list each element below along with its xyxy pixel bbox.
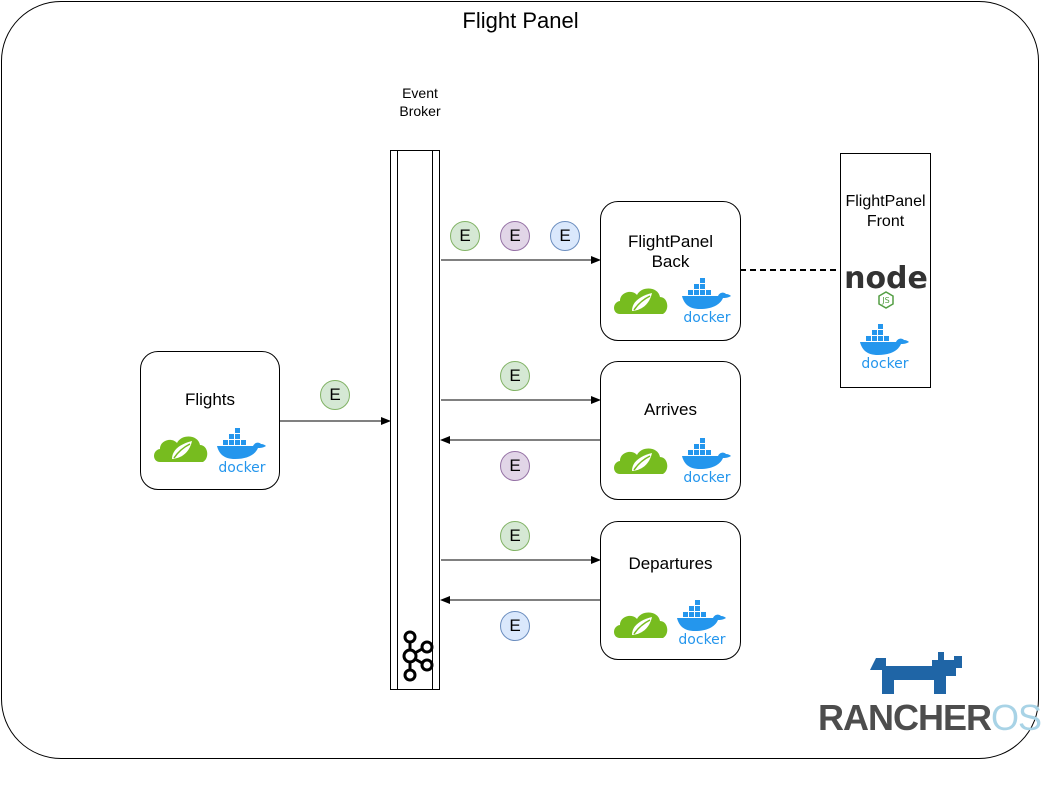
spring-icon	[614, 448, 668, 474]
spring-icon	[614, 288, 668, 314]
nodejs-icon: node JS	[844, 261, 928, 309]
spring-icon	[614, 612, 668, 638]
event-token: E	[500, 221, 530, 251]
service-front-name: FlightPanel Front	[845, 193, 926, 230]
service-arrives-name: Arrives	[644, 400, 697, 419]
docker-wordmark: docker	[218, 460, 265, 474]
service-flightpanel-back: FlightPanel Back docker	[600, 201, 741, 341]
docker-wordmark: docker	[683, 470, 730, 484]
event-token: E	[450, 221, 480, 251]
docker-icon: docker	[677, 600, 726, 646]
docker-icon: docker	[217, 428, 266, 474]
event-token: E	[320, 380, 350, 410]
docker-icon: docker	[682, 438, 731, 484]
rancher-logo-icon	[870, 652, 962, 694]
diagram-title: Flight Panel	[462, 8, 579, 33]
service-flights: Flights docker	[140, 351, 280, 490]
service-back-name: FlightPanel Back	[627, 232, 714, 271]
event-token: E	[500, 361, 530, 391]
docker-icon: docker	[860, 324, 909, 370]
service-arrives: Arrives docker	[600, 361, 741, 500]
docker-wordmark: docker	[861, 356, 908, 370]
event-token: E	[500, 521, 530, 551]
rancher-os-wordmark: RANCHEROS	[818, 697, 1041, 738]
docker-wordmark: docker	[683, 310, 730, 324]
event-broker	[390, 150, 440, 690]
event-token: E	[500, 611, 530, 641]
event-token: E	[500, 451, 530, 481]
service-departures-name: Departures	[628, 554, 713, 573]
docker-icon: docker	[682, 278, 731, 324]
service-departures: Departures docker	[600, 521, 741, 660]
broker-label: Event Broker	[399, 85, 441, 119]
service-flightpanel-front: FlightPanel Front node JS docker	[840, 153, 931, 388]
diagram-frame	[1, 1, 1039, 759]
spring-icon	[154, 436, 208, 462]
nodejs-wordmark: node	[844, 261, 928, 296]
docker-wordmark: docker	[678, 632, 725, 646]
service-flights-name: Flights	[184, 390, 236, 409]
event-token: E	[550, 221, 580, 251]
kafka-icon	[402, 630, 434, 682]
nodejs-badge: JS	[881, 296, 889, 305]
